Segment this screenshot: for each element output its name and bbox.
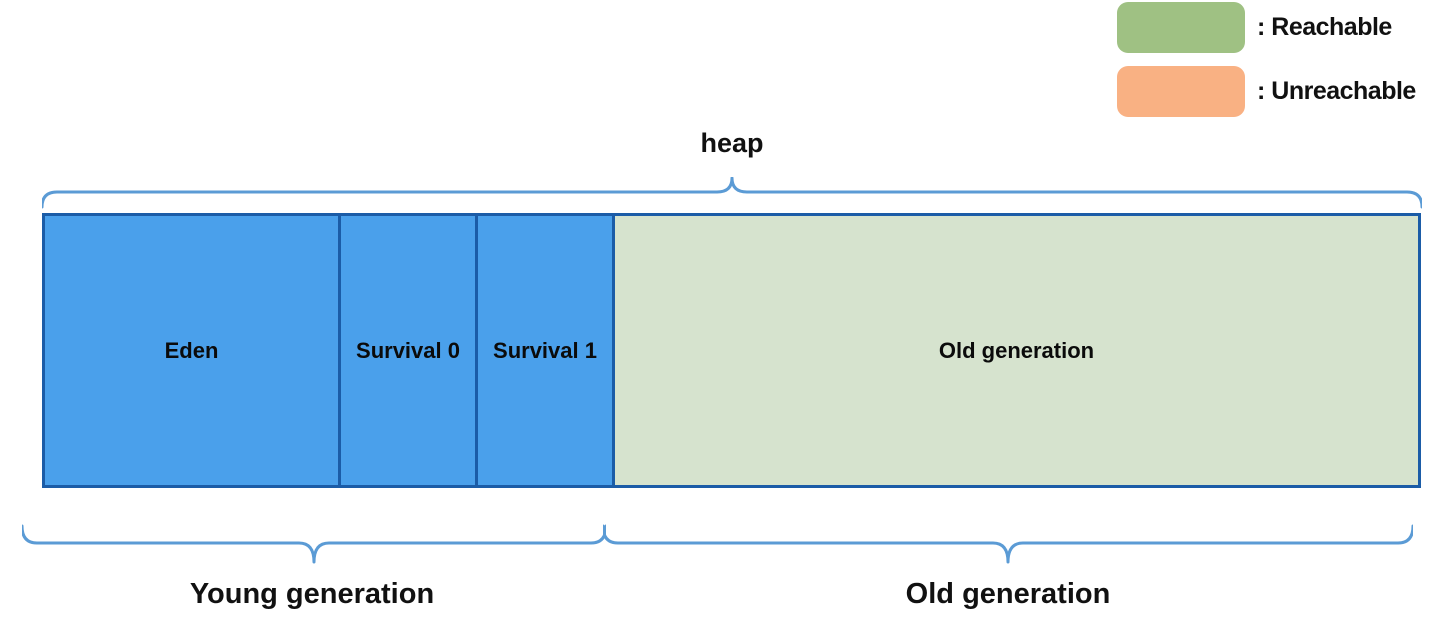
- region-survival-0-label: Survival 0: [356, 337, 460, 363]
- legend-label-reachable: : Reachable: [1257, 13, 1392, 41]
- region-survival-0: Survival 0: [341, 216, 478, 485]
- old-generation-label: Old generation: [905, 578, 1111, 610]
- region-old-generation: Old generation: [615, 216, 1418, 485]
- legend-label-unreachable: : Unreachable: [1257, 77, 1416, 105]
- legend-item-reachable: : Reachable: [1117, 2, 1416, 53]
- region-survival-1-label: Survival 1: [493, 337, 597, 363]
- young-generation-brace: [22, 524, 606, 564]
- heap-brace: [42, 177, 1422, 209]
- region-survival-1: Survival 1: [478, 216, 615, 485]
- region-eden-label: Eden: [164, 337, 219, 363]
- region-old-generation-label: Old generation: [938, 337, 1095, 363]
- heap-box: Eden Survival 0 Survival 1 Old generatio…: [42, 213, 1421, 488]
- unreachable-color-swatch: [1117, 66, 1245, 117]
- region-eden: Eden: [45, 216, 341, 485]
- reachable-color-swatch: [1117, 2, 1245, 53]
- young-generation-label: Young generation: [189, 578, 435, 610]
- legend-item-unreachable: : Unreachable: [1117, 66, 1416, 117]
- old-generation-brace: [603, 524, 1413, 564]
- heap-title: heap: [700, 128, 764, 158]
- legend: : Reachable : Unreachable: [1117, 2, 1416, 117]
